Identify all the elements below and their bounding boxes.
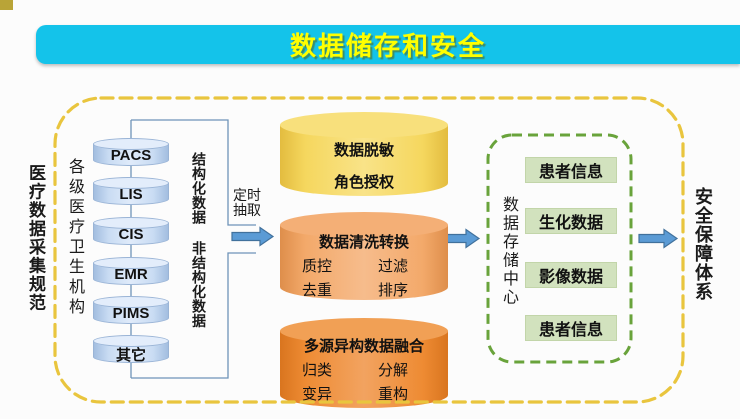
page-title: 数据储存和安全 xyxy=(289,31,486,61)
source-label: 其它 xyxy=(115,347,146,364)
desensitize-line2: 角色授权 xyxy=(333,174,394,191)
cleaning-item: 去重 xyxy=(302,282,333,299)
unstructured-caption: 非结构化数据 xyxy=(191,241,207,328)
source-label: LIS xyxy=(119,186,143,203)
fusion-item: 分解 xyxy=(378,362,409,379)
cleaning-item: 质控 xyxy=(302,258,333,275)
left-caption: 医疗数据采集规范 xyxy=(26,164,45,312)
fusion-item: 重构 xyxy=(378,386,409,403)
org-caption: 各级医疗卫生机构 xyxy=(66,158,83,318)
source-cylinder-pacs: PACS xyxy=(93,138,169,166)
desensitize-line1: 数据脱敏 xyxy=(333,142,394,159)
cleaning-items: 质控 过滤 去重 排序 xyxy=(280,255,448,302)
source-label: CIS xyxy=(118,226,144,243)
source-label: EMR xyxy=(114,266,148,283)
fusion-title: 多源异构数据融合 xyxy=(303,338,424,355)
title-banner: 数据储存和安全 xyxy=(36,25,740,64)
source-cylinder-other: 其它 xyxy=(93,335,169,364)
source-label: PIMS xyxy=(112,305,150,322)
extract-caption: 定时抽取 xyxy=(233,187,261,218)
storage-box: 患者信息 xyxy=(525,315,617,341)
source-label: PACS xyxy=(110,147,152,164)
source-cylinder-emr: EMR xyxy=(93,257,169,285)
cleaning-title: 数据清洗转换 xyxy=(318,234,409,251)
storage-box: 生化数据 xyxy=(525,208,617,234)
fusion-item: 归类 xyxy=(302,362,333,379)
corner-accent xyxy=(0,0,13,10)
storage-box: 患者信息 xyxy=(525,157,617,183)
storage-box: 影像数据 xyxy=(525,262,617,288)
flow-arrow-to-security xyxy=(638,228,679,249)
source-cylinder-pims: PIMS xyxy=(93,296,169,324)
desensitize-cylinder: 数据脱敏 角色授权 xyxy=(280,112,448,196)
right-caption: 安全保障体系 xyxy=(693,187,713,301)
storage-caption: 数据存储中心 xyxy=(500,196,517,307)
cleaning-item: 排序 xyxy=(378,282,409,299)
flow-arrow-extract xyxy=(231,226,275,247)
fusion-item: 变异 xyxy=(302,386,333,403)
structured-caption: 结构化数据 xyxy=(191,152,207,225)
fusion-cylinder: 多源异构数据融合 归类 分解 变异 重构 xyxy=(280,318,448,408)
cleaning-item: 过滤 xyxy=(378,258,409,275)
cleaning-cylinder: 数据清洗转换 质控 过滤 去重 排序 xyxy=(280,212,448,300)
source-cylinder-cis: CIS xyxy=(93,217,169,245)
fusion-items: 归类 分解 变异 重构 xyxy=(280,359,448,406)
source-cylinder-lis: LIS xyxy=(93,177,169,205)
